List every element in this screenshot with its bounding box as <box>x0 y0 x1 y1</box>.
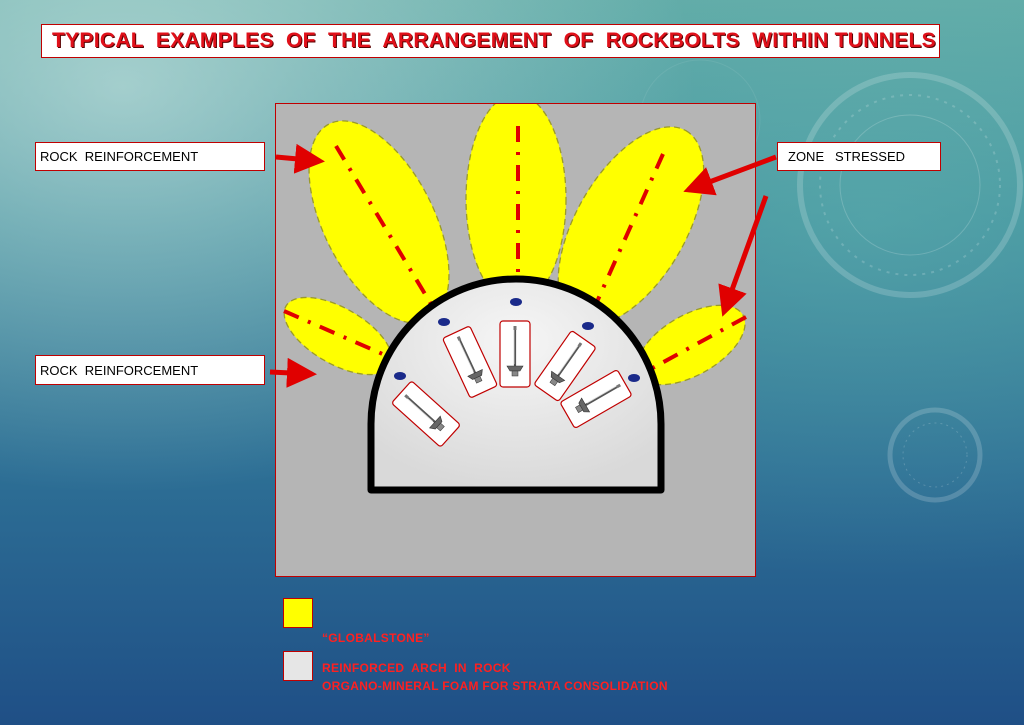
title-banner: TYPICAL EXAMPLES OF THE ARRANGEMENT OF R… <box>41 24 940 58</box>
rockbolt-4 <box>534 330 596 402</box>
anchor-points <box>394 298 640 382</box>
arrow-reinforcement-top <box>275 143 325 174</box>
rockbolt-1 <box>392 381 460 447</box>
legend-foam-line1: “GLOBALSTONE” <box>322 631 430 645</box>
label-text: ZONE STRESSED <box>788 149 906 164</box>
label-text: ROCK REINFORCEMENT <box>40 149 199 164</box>
legend-foam-line2: ORGANO-MINERAL FOAM FOR STRATA CONSOLIDA… <box>322 679 668 693</box>
legend-foam: “GLOBALSTONE” ORGANO-MINERAL FOAM FOR ST… <box>322 598 668 710</box>
label-text: ROCK REINFORCEMENT <box>40 362 199 378</box>
rockbolt-3 <box>499 320 531 388</box>
page-title: TYPICAL EXAMPLES OF THE ARRANGEMENT OF R… <box>52 29 936 52</box>
tunnel-diagram-svg <box>283 93 747 494</box>
rockbolt-2 <box>442 326 498 398</box>
rockbolts <box>392 320 632 447</box>
bolt-centerlines <box>283 126 747 378</box>
arrow-zone-stressed-2 <box>718 195 769 317</box>
arrow-zone-stressed-1 <box>683 154 777 196</box>
rockbolt-5 <box>560 370 632 428</box>
legend-arch: REINFORCED ARCH IN ROCK <box>322 661 511 675</box>
legend-swatch-arch <box>283 651 313 681</box>
legend-swatch-foam <box>283 598 313 628</box>
arrow-reinforcement-bottom <box>269 357 317 388</box>
label-rock-reinforcement-top: ROCK REINFORCEMENT <box>35 142 265 171</box>
label-rock-reinforcement-bottom: ROCK REINFORCEMENT <box>35 355 265 385</box>
tunnel-diagram <box>275 93 756 577</box>
label-zone-stressed: ZONE STRESSED <box>777 142 941 171</box>
